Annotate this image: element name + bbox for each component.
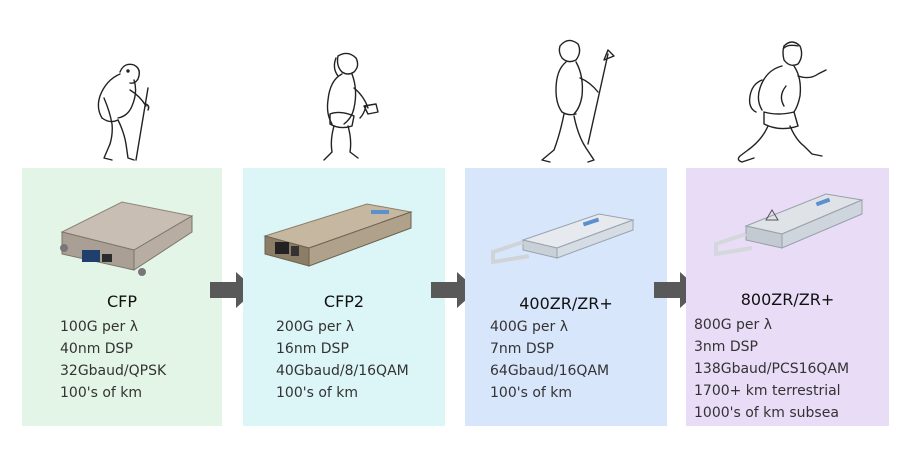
spec-line: 200G per λ — [276, 319, 355, 335]
spec-line: 40nm DSP — [60, 341, 133, 357]
early-human-with-spear-icon — [541, 39, 615, 163]
cfp-module-icon — [60, 201, 194, 276]
spec-line: 100's of km — [276, 385, 359, 401]
spec-line: 16nm DSP — [276, 341, 349, 357]
stage-specs: 800G per λ 3nm DSP 138Gbaud/PCS16QAM 170… — [694, 314, 849, 424]
spec-line: 800G per λ — [694, 317, 773, 333]
stage-card-400zr: 400ZR/ZR+ 400G per λ 7nm DSP 64Gbaud/16Q… — [465, 168, 667, 426]
stage-title: CFP — [106, 292, 138, 311]
stage-card-cfp: CFP 100G per λ 40nm DSP 32Gbaud/QPSK 100… — [22, 168, 222, 426]
spec-line: 64Gbaud/16QAM — [490, 363, 610, 379]
spec-line: 400G per λ — [490, 319, 569, 335]
stage-card-800zr: 800ZR/ZR+ 800G per λ 3nm DSP 138Gbaud/PC… — [686, 168, 889, 426]
stage-specs: 100G per λ 40nm DSP 32Gbaud/QPSK 100's o… — [60, 316, 166, 404]
spec-line: 100's of km — [490, 385, 573, 401]
stage-card-cfp2: CFP2 200G per λ 16nm DSP 40Gbaud/8/16QAM… — [243, 168, 445, 426]
qsfp-dd-module-icon — [491, 213, 635, 265]
modern-runner-icon — [737, 41, 827, 163]
spec-line: 1700+ km terrestrial — [694, 383, 841, 399]
stage-title: CFP2 — [323, 292, 365, 311]
spec-line: 1000's of km subsea — [694, 405, 839, 421]
stage-title: 800ZR/ZR+ — [740, 290, 835, 309]
spec-line: 7nm DSP — [490, 341, 554, 357]
osfp-module-icon — [714, 193, 864, 257]
spec-line: 32Gbaud/QPSK — [60, 363, 167, 379]
cfp2-module-icon — [263, 203, 413, 267]
spec-line: 100's of km — [60, 385, 143, 401]
caveman-with-tool-icon — [323, 52, 379, 161]
spec-line: 100G per λ — [60, 319, 139, 335]
stage-specs: 200G per λ 16nm DSP 40Gbaud/8/16QAM 100'… — [276, 316, 409, 404]
stage-specs: 400G per λ 7nm DSP 64Gbaud/16QAM 100's o… — [490, 316, 609, 404]
ape-with-stick-icon — [97, 63, 150, 161]
spec-line: 138Gbaud/PCS16QAM — [694, 361, 850, 377]
stage-title: 400ZR/ZR+ — [519, 294, 613, 313]
spec-line: 3nm DSP — [694, 339, 758, 355]
spec-line: 40Gbaud/8/16QAM — [276, 363, 409, 379]
